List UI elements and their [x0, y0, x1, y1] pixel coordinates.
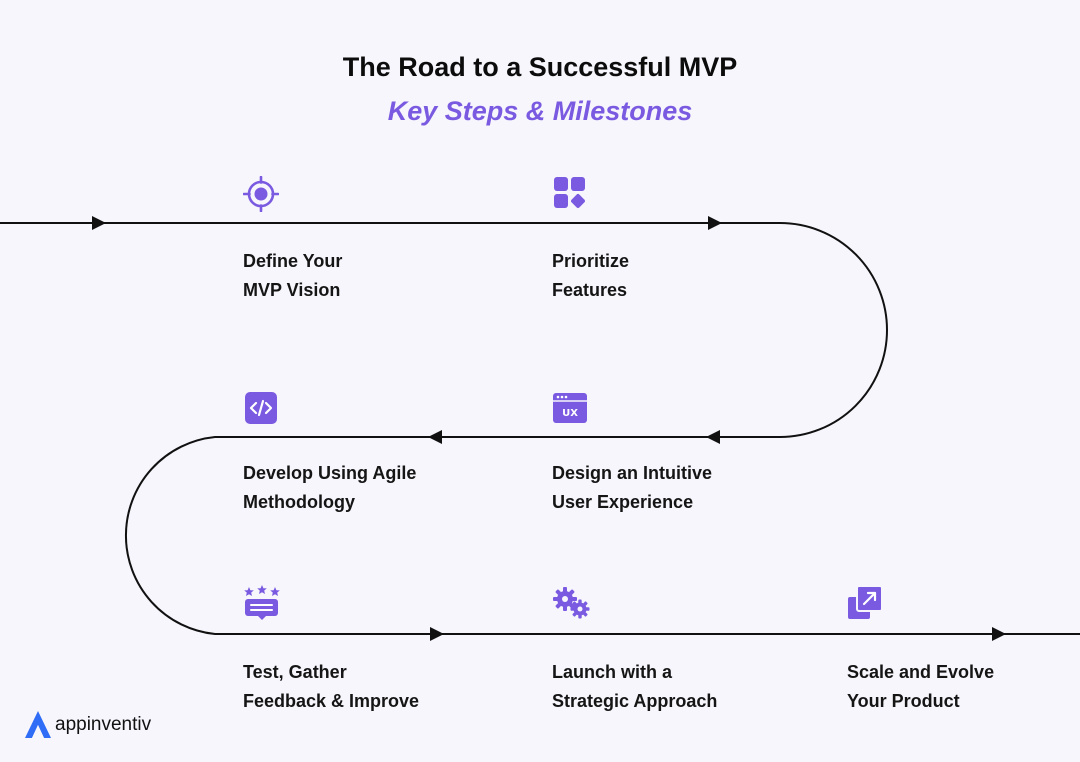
page-subtitle: Key Steps & Milestones [387, 96, 693, 126]
path-arrow-right [92, 216, 106, 230]
grid-shapes-icon [552, 176, 588, 212]
step-label-line: Launch with a [552, 662, 673, 682]
step-label: Develop Using Agile Methodology [243, 459, 416, 517]
path-arrow-right [430, 627, 444, 641]
brand-mark-icon [25, 711, 51, 738]
step-label-line: MVP Vision [243, 280, 341, 300]
gears-icon [552, 585, 590, 621]
step-label-line: Test, Gather [243, 662, 347, 682]
step-label-line: Develop Using Agile [243, 463, 417, 483]
step-label: Test, Gather Feedback & Improve [243, 658, 419, 716]
path-arrow-left [706, 430, 720, 444]
step-label: Design an Intuitive User Experience [552, 459, 712, 517]
step-label: Prioritize Features [552, 247, 629, 305]
path-arrow-right [708, 216, 722, 230]
step-label-line: Design an Intuitive [552, 463, 713, 483]
scale-arrow-icon [847, 585, 883, 621]
page-title: The Road to a Successful MVP [342, 52, 738, 82]
step-label-line: Features [552, 280, 628, 300]
step-label-line: Prioritize [552, 251, 630, 271]
step-label-line: Define Your [243, 251, 343, 271]
step-label: Define Your MVP Vision [243, 247, 342, 305]
svg-text:UX: UX [562, 408, 578, 419]
step-label-line: Methodology [243, 492, 355, 512]
path-arrow-left [428, 430, 442, 444]
step-label-line: Scale and Evolve [847, 662, 995, 682]
step-label-line: Your Product [847, 691, 960, 711]
code-icon [243, 390, 279, 426]
step-label-line: Strategic Approach [552, 691, 718, 711]
step-label: Scale and Evolve Your Product [847, 658, 994, 716]
brand-name: appinventiv [55, 714, 152, 735]
ux-window-icon: UX [552, 390, 588, 426]
feedback-stars-icon [243, 585, 280, 621]
step-label: Launch with a Strategic Approach [552, 658, 717, 716]
step-label-line: Feedback & Improve [243, 691, 420, 711]
step-label-line: User Experience [552, 492, 694, 512]
path-arrow-right [992, 627, 1006, 641]
target-icon [242, 175, 280, 213]
brand-logo: appinventiv [24, 710, 151, 740]
